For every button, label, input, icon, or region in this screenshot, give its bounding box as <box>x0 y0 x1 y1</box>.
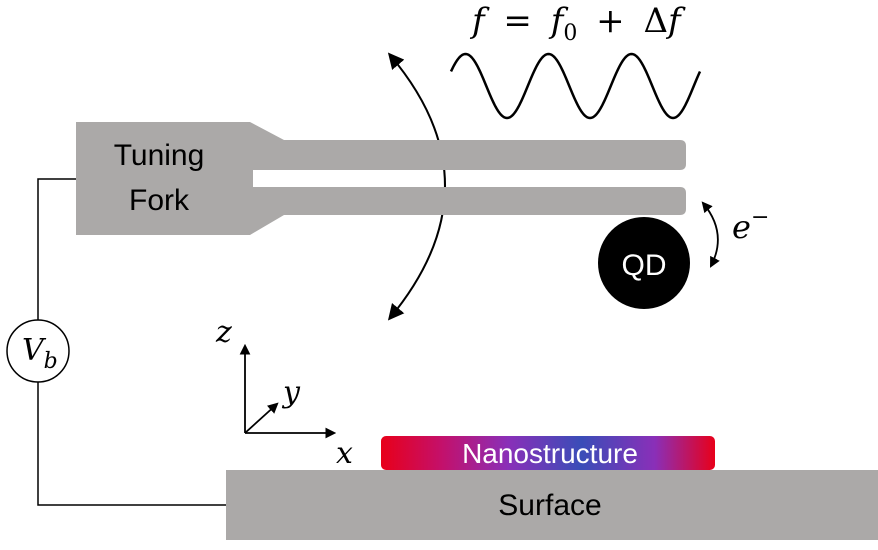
formula-f0-subscript: 0 <box>563 21 577 46</box>
tuning-fork-label-line1: Tuning <box>114 139 205 172</box>
formula-delta: Δ <box>643 1 668 41</box>
bias-voltage-source <box>6 319 70 383</box>
formula-equals: = <box>503 1 532 41</box>
z-axis-label: z <box>215 315 232 350</box>
quantum-dot <box>598 217 690 309</box>
tuning-fork-label-line2: Fork <box>129 184 190 217</box>
oscillation-wave <box>449 52 702 120</box>
oscillation-arrow <box>387 52 446 321</box>
y-axis <box>244 402 279 434</box>
x-axis-label: x <box>336 436 353 471</box>
formula-plus: + <box>596 1 625 41</box>
tuning-fork-body <box>76 122 686 235</box>
frequency-formula: f = f0 + Δf <box>469 1 686 49</box>
surface-label: Surface <box>498 489 601 522</box>
formula-f: f <box>469 1 490 41</box>
formula-f-end: f <box>665 1 686 41</box>
bias-voltage-label: Vb <box>22 333 58 374</box>
electron-tunneling-arrow <box>701 201 720 268</box>
nanostructure-label: Nanostructure <box>462 438 638 469</box>
bias-circuit-wire <box>37 178 226 506</box>
y-axis-label: y <box>281 375 301 410</box>
nanostructure <box>381 436 715 470</box>
quantum-dot-label: QD <box>622 249 667 282</box>
surface <box>226 470 878 540</box>
electron-label: e− <box>732 205 769 246</box>
